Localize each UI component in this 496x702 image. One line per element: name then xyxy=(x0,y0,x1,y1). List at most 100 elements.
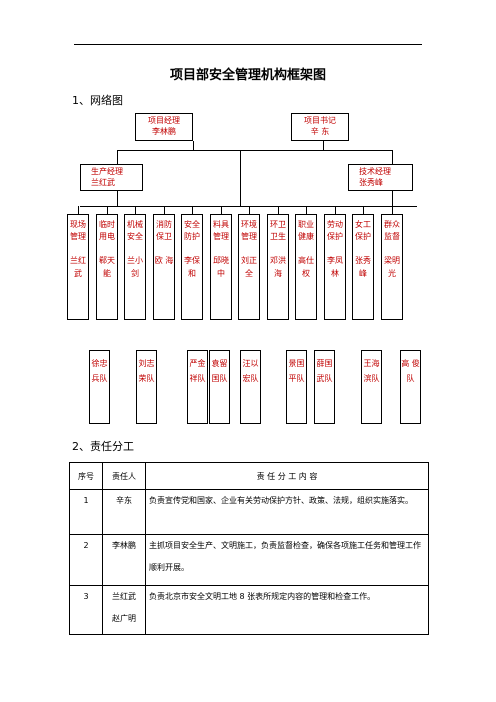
row-person: 兰红武 赵广明 xyxy=(102,585,146,635)
department-box: 料具管理邱晓中 xyxy=(210,214,232,320)
team-box: 汪以宏队 xyxy=(240,350,261,424)
table-row: 1 辛东 负责宣传党和国家、企业有关劳动保护方针、政策、法规，组织实施落实。 xyxy=(69,489,429,535)
page-title: 项目部安全管理机构框架图 xyxy=(169,68,326,83)
department-person: 梁明光 xyxy=(384,256,400,278)
team-name: 汪以宏队 xyxy=(242,359,259,383)
team-name: 严金祥队 xyxy=(189,359,206,383)
connector xyxy=(392,206,393,214)
connector xyxy=(278,206,279,214)
connector xyxy=(392,190,393,206)
team-name: 高 俊队 xyxy=(401,359,420,383)
team-box: 徐忠兵队 xyxy=(89,350,110,424)
header-content: 责 任 分 工 内 容 xyxy=(145,462,429,490)
team-name: 徐忠兵队 xyxy=(91,359,108,383)
connector xyxy=(78,206,79,214)
header-no: 序号 xyxy=(69,462,103,490)
department-box: 现场管理兰红武 xyxy=(67,214,89,320)
connector xyxy=(363,206,364,214)
row-no: 2 xyxy=(69,534,103,586)
department-person: 邓洪海 xyxy=(270,256,286,278)
team-name: 薛国武队 xyxy=(316,359,333,383)
department-box: 环卫卫生邓洪海 xyxy=(267,214,289,320)
team-name: 袁留国队 xyxy=(211,359,228,383)
department-role: 料具管理 xyxy=(213,220,229,242)
department-role: 现场管理 xyxy=(70,220,86,242)
connector xyxy=(306,206,307,214)
row-person: 李林鹏 xyxy=(102,534,146,586)
project-manager-box: 项目经理 李林鹏 xyxy=(135,113,193,141)
team-box: 薛国武队 xyxy=(314,350,335,424)
connector xyxy=(117,150,392,151)
person-name: 辛 东 xyxy=(310,127,330,136)
table-row: 3 兰红武 赵广明 负责北京市安全文明工地 8 张表所规定内容的管理和检查工作。 xyxy=(69,585,429,635)
team-box: 严金祥队 xyxy=(187,350,208,424)
department-role: 环卫卫生 xyxy=(270,220,286,242)
department-box: 临时用电郗天能 xyxy=(96,214,118,320)
department-box: 安全防护李保和 xyxy=(181,214,203,320)
connector xyxy=(249,206,250,214)
department-box: 群众监督梁明光 xyxy=(381,214,403,320)
department-box: 劳动保护李凤林 xyxy=(324,214,346,320)
department-role: 机械安全 xyxy=(127,220,143,242)
table-row: 2 李林鹏 主抓项目安全生产、文明施工，负责监督检查，确保各项施工任务和管理工作… xyxy=(69,534,429,586)
department-role: 临时用电 xyxy=(99,220,115,242)
role-label: 项目书记 xyxy=(304,116,336,125)
team-box: 高 俊队 xyxy=(400,350,421,424)
department-person: 李凤林 xyxy=(327,256,343,278)
role-label: 项目经理 xyxy=(148,116,180,125)
department-box: 女工保护张秀峰 xyxy=(352,214,374,320)
production-manager-box: 生产经理 兰红武 xyxy=(80,164,143,191)
row-person: 辛东 xyxy=(102,489,146,535)
header-rule xyxy=(74,44,422,45)
team-name: 景国平队 xyxy=(288,359,305,383)
department-role: 环境管理 xyxy=(241,220,257,242)
department-role: 安全防护 xyxy=(184,220,200,242)
person-name: 张秀峰 xyxy=(359,178,383,187)
department-box: 环境管理刘正全 xyxy=(238,214,260,320)
team-box: 王海滨队 xyxy=(361,350,382,424)
team-box: 刘志荣队 xyxy=(136,350,157,424)
connector xyxy=(80,206,417,207)
connector xyxy=(117,190,118,206)
department-person: 李保和 xyxy=(184,256,200,278)
department-person: 兰小剑 xyxy=(127,256,143,278)
department-person: 郗天能 xyxy=(99,256,115,278)
department-role: 女工保护 xyxy=(355,220,371,242)
technical-manager-box: 技术经理 张秀峰 xyxy=(348,164,413,191)
connector xyxy=(117,150,118,164)
department-role: 劳动保护 xyxy=(327,220,343,242)
section-responsibility-heading: 2、责任分工 xyxy=(72,440,134,453)
department-person: 兰红武 xyxy=(70,256,86,278)
connector xyxy=(335,206,336,214)
connector xyxy=(107,206,108,214)
project-secretary-box: 项目书记 辛 东 xyxy=(291,113,349,141)
connector xyxy=(323,141,324,150)
department-person: 高仕权 xyxy=(298,256,314,278)
row-no: 1 xyxy=(69,489,103,535)
department-person: 欧 海 xyxy=(154,256,174,266)
department-role: 群众监督 xyxy=(384,220,400,242)
row-content: 负责北京市安全文明工地 8 张表所规定内容的管理和检查工作。 xyxy=(145,585,429,635)
connector xyxy=(164,206,165,214)
connector xyxy=(240,150,241,206)
role-label: 生产经理 xyxy=(91,167,123,176)
department-person: 张秀峰 xyxy=(355,256,371,278)
row-content: 主抓项目安全生产、文明施工，负责监督检查，确保各项施工任务和管理工作顺利开展。 xyxy=(145,534,429,586)
responsibility-table: 序号 责任人 责 任 分 工 内 容 1 辛东 负责宣传党和国家、企业有关劳动保… xyxy=(69,462,429,635)
team-box: 袁留国队 xyxy=(209,350,230,424)
department-role: 消防保卫 xyxy=(156,220,172,242)
connector xyxy=(193,141,194,150)
role-label: 技术经理 xyxy=(359,167,391,176)
row-no: 3 xyxy=(69,585,103,635)
department-person: 邱晓中 xyxy=(213,256,229,278)
person-name: 李林鹏 xyxy=(152,127,176,136)
team-name: 刘志荣队 xyxy=(138,359,155,383)
row-content: 负责宣传党和国家、企业有关劳动保护方针、政策、法规，组织实施落实。 xyxy=(145,489,429,535)
section-network-heading: 1、网络图 xyxy=(72,94,123,107)
connector xyxy=(135,206,136,214)
department-role: 职业健康 xyxy=(298,220,314,242)
connector xyxy=(392,150,393,164)
person-name: 兰红武 xyxy=(91,178,115,187)
team-name: 王海滨队 xyxy=(363,359,380,383)
connector xyxy=(221,206,222,214)
